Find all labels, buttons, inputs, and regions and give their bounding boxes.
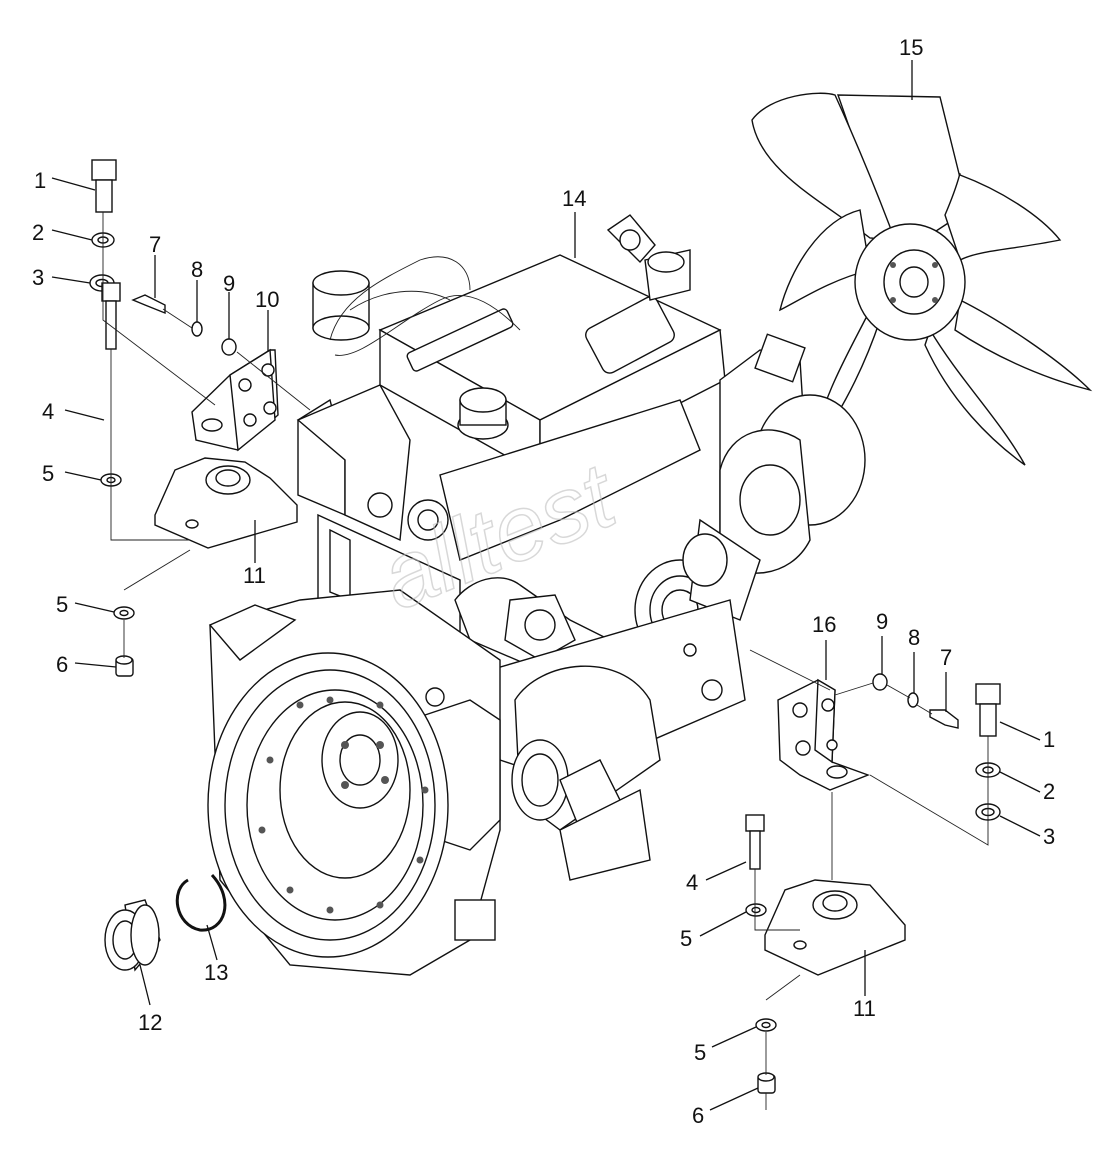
callout-mount-bolt-right: 4	[686, 870, 698, 895]
callout-rubber-mount: 11	[243, 563, 266, 588]
callout-screw: 7	[149, 232, 161, 257]
callout-spring-washer: 8	[191, 257, 203, 282]
callout-mount-bolt: 4	[42, 399, 54, 424]
callout-nut-right: 6	[692, 1103, 704, 1128]
callout-lock-washer-right: 2	[1043, 779, 1055, 804]
callout-washer: 9	[223, 271, 235, 296]
flywheel-housing	[207, 589, 501, 976]
callout-fan: 15	[899, 35, 923, 60]
callout-mount-washer-right: 5	[680, 926, 692, 951]
engine-assembly	[296, 214, 866, 881]
callout-engine: 14	[562, 186, 586, 211]
callout-mount-washer-lower: 5	[56, 592, 68, 617]
leader-lines	[51, 60, 1041, 1111]
callout-bolt-right: 1	[1043, 727, 1055, 752]
callout-flat-washer: 3	[32, 265, 44, 290]
callout-snap-ring: 13	[204, 960, 228, 985]
left-mounting-hardware	[89, 159, 311, 677]
callout-nut: 6	[56, 652, 68, 677]
pilot-bearing	[104, 899, 161, 972]
callout-flat-washer-right: 3	[1043, 824, 1055, 849]
snap-ring	[175, 873, 227, 932]
callout-bolt: 1	[34, 168, 46, 193]
callout-pilot-bearing: 12	[138, 1010, 162, 1035]
callout-lock-washer: 2	[32, 220, 44, 245]
callout-screw-right: 7	[940, 645, 952, 670]
callout-labels: 1 2 3 7 8 9 10 4 5 11 5 6 12 13 14 15 16…	[32, 35, 1055, 1128]
callout-mount-washer-lower-right: 5	[694, 1040, 706, 1065]
right-mounting-hardware	[745, 649, 1001, 1110]
callout-washer-right: 9	[876, 609, 888, 634]
callout-spring-washer-right: 8	[908, 625, 920, 650]
callout-front-bracket: 10	[255, 287, 279, 312]
cooling-fan	[751, 92, 1093, 466]
callout-mount-washer: 5	[42, 461, 54, 486]
callout-rear-bracket: 16	[812, 612, 836, 637]
callout-rubber-mount-right: 11	[853, 996, 876, 1021]
